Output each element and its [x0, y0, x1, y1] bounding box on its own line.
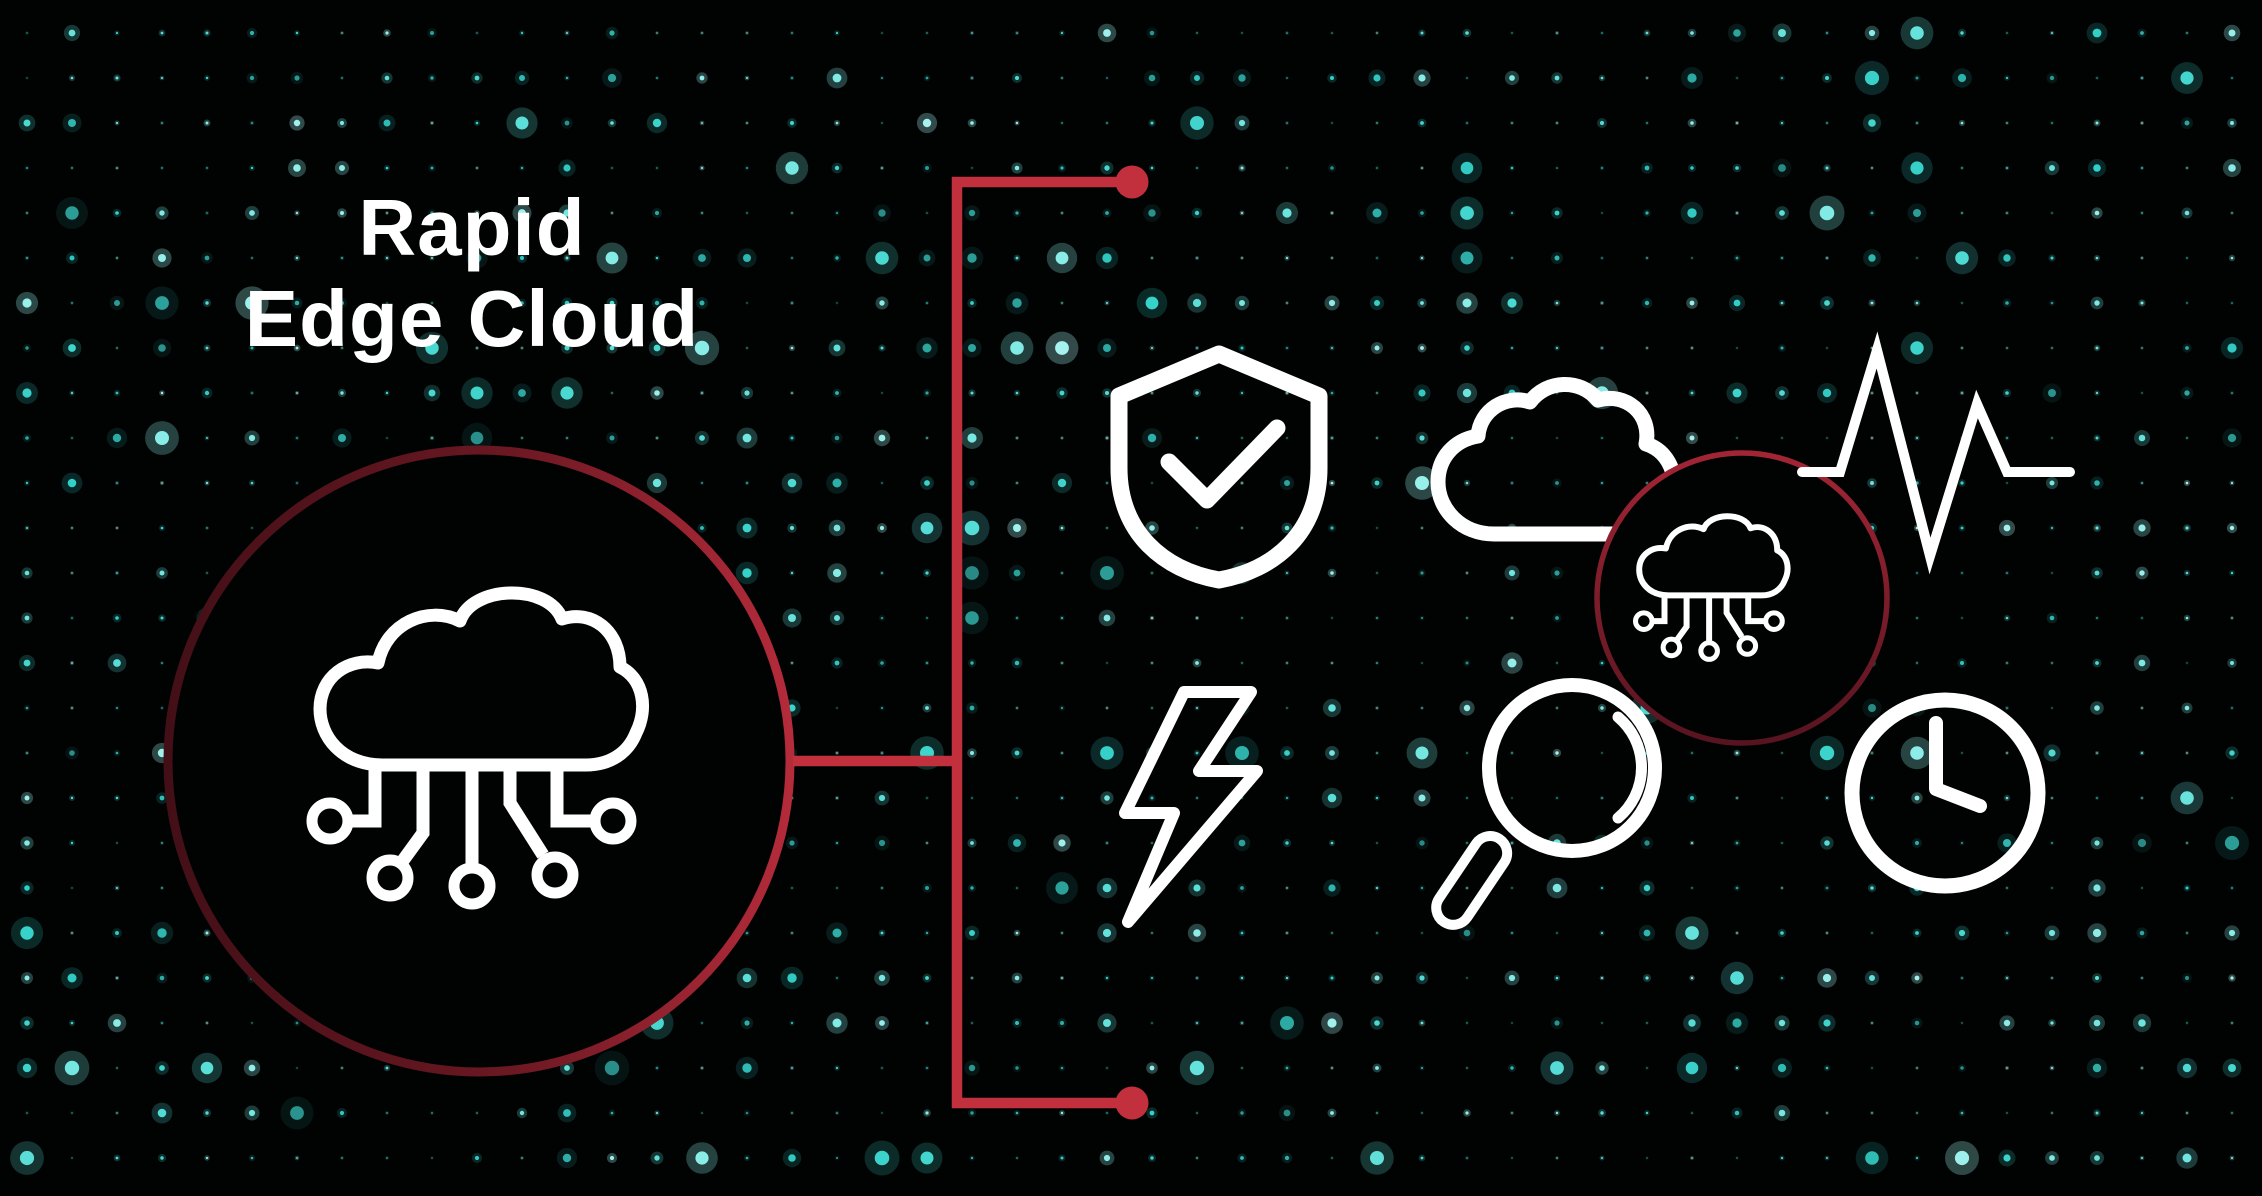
- heartbeat-pulse-icon: [1797, 331, 2075, 575]
- magnifying-glass-icon: [1431, 678, 1662, 930]
- page-title: Rapid Edge Cloud: [0, 182, 944, 364]
- bracket-endpoint-top: [1115, 165, 1149, 199]
- clock-icon: [1844, 692, 2046, 894]
- bracket-endpoint-bottom: [1115, 1086, 1149, 1120]
- title-line-2: Edge Cloud: [244, 274, 700, 363]
- shield-check-icon: [1110, 345, 1328, 589]
- dot-grid-background: [10, 16, 2249, 1176]
- bracket-connector: [951, 165, 1149, 1120]
- lightning-bolt-icon: [1119, 686, 1263, 928]
- title-line-1: Rapid: [358, 183, 586, 272]
